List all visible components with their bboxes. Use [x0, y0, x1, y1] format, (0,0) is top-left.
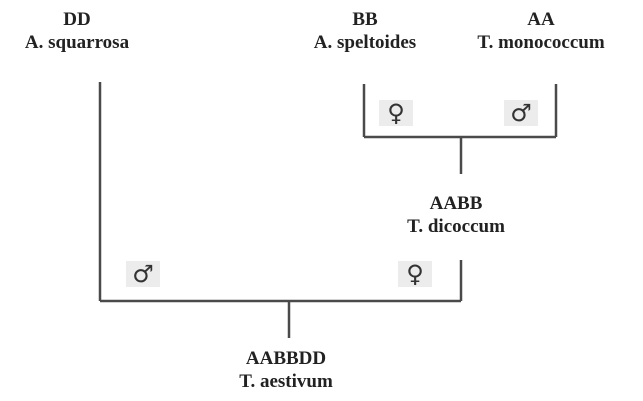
genome-label: AA	[527, 9, 555, 30]
female-icon: ♀	[387, 99, 405, 127]
node-aa: AA T. monococcum	[477, 8, 604, 54]
top-male-symbol-box: ♂	[504, 100, 538, 126]
species-label: T. aestivum	[239, 371, 333, 392]
species-label: A. speltoides	[313, 32, 417, 53]
genome-label: DD	[63, 9, 91, 30]
male-icon: ♂	[132, 260, 154, 288]
species-label: A. squarrosa	[24, 32, 130, 53]
genome-label: BB	[352, 9, 378, 30]
bottom-male-symbol-box: ♂	[126, 261, 160, 287]
node-aabbdd: AABBDD T. aestivum	[239, 347, 333, 393]
genome-label: AABB	[429, 193, 483, 214]
female-icon: ♀	[406, 260, 424, 288]
node-bb: BB A. speltoides	[314, 8, 416, 54]
species-label: T. dicoccum	[407, 216, 505, 237]
male-icon: ♂	[510, 99, 532, 127]
top-female-symbol-box: ♀	[379, 100, 413, 126]
genome-label: AABBDD	[245, 348, 327, 369]
node-dd: DD A. squarrosa	[25, 8, 129, 54]
bottom-female-symbol-box: ♀	[398, 261, 432, 287]
species-label: T. monococcum	[477, 32, 605, 53]
node-aabb: AABB T. dicoccum	[407, 192, 505, 238]
